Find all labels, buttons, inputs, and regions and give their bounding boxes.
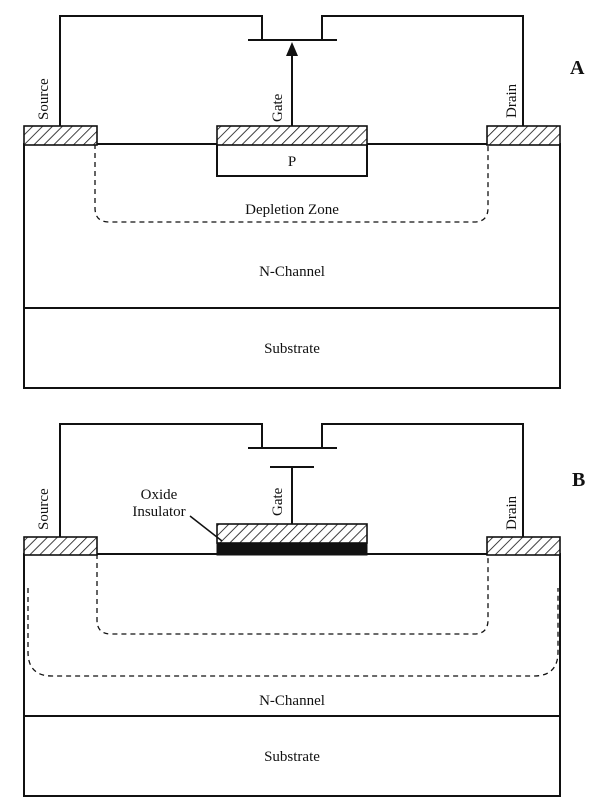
- panel-b-gate-label: Gate: [270, 487, 286, 516]
- panel-b-oxide-label-line2: Insulator: [132, 504, 185, 520]
- panel-b-source-wire: [59, 423, 263, 537]
- panel-b-n-channel-label: N-Channel: [259, 693, 325, 709]
- panel-b-drain-wire: [321, 423, 524, 537]
- panel-a-depletion-label: Depletion Zone: [245, 202, 339, 218]
- panel-a-source-label: Source: [36, 78, 52, 120]
- panel-b-source-contact: [23, 536, 98, 556]
- panel-b-source-label: Source: [36, 488, 52, 530]
- panel-a-letter: A: [570, 57, 585, 79]
- panel-b-oxide-pointer: [189, 515, 223, 542]
- panel-b-outer-depletion-boundary: [27, 588, 559, 677]
- panel-b-letter: B: [572, 469, 585, 491]
- panel-a-drain-wire: [321, 15, 524, 126]
- panel-b: B Source Gate Drain Oxide Insulator N-Ch…: [23, 423, 585, 797]
- panel-a-source-contact: [23, 125, 98, 146]
- panel-a-n-channel-label: N-Channel: [259, 264, 325, 280]
- panel-a-drain-label: Drain: [504, 83, 520, 118]
- panel-b-inner-depletion-boundary: [96, 554, 489, 635]
- panel-a-drain-contact: [486, 125, 561, 146]
- panel-b-drain-label: Drain: [504, 495, 520, 530]
- panel-a-gate-arrow-icon: [286, 42, 298, 56]
- panel-b-oxide-label-line1: Oxide: [141, 487, 178, 503]
- panel-a: A Source Gate Drain P Depletion Zone N-C…: [23, 15, 585, 389]
- panel-a-p-region: [216, 143, 368, 177]
- panel-b-oxide-layer: [216, 541, 368, 556]
- panel-a-gate-contact: [216, 125, 368, 146]
- panel-a-substrate-label: Substrate: [264, 341, 320, 357]
- panel-a-body: [23, 143, 561, 389]
- panel-a-p-label: P: [288, 154, 296, 170]
- panel-b-gate-contact: [216, 523, 368, 544]
- panel-a-source-wire: [59, 15, 263, 126]
- panel-a-gate-label: Gate: [270, 93, 286, 122]
- panel-a-depletion-boundary: [94, 144, 489, 223]
- panel-b-drain-contact: [486, 536, 561, 556]
- panel-b-substrate-label: Substrate: [264, 749, 320, 765]
- panel-b-body: [23, 553, 561, 797]
